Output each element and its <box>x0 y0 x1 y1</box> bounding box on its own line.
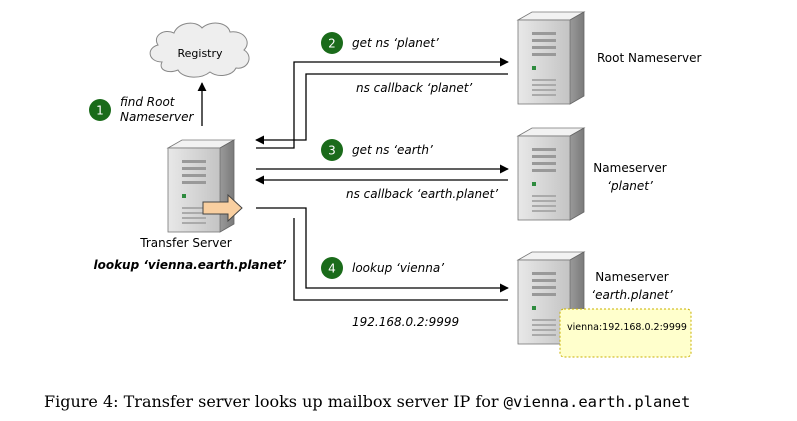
dns-record-text: vienna:192.168.0.2:9999 <box>567 322 687 333</box>
caption-code: @vienna.earth.planet <box>504 393 691 411</box>
step-4-reply-label: 192.168.0.2:9999 <box>352 315 459 329</box>
step-3-label: get ns ‘earth’ <box>352 143 433 157</box>
step-3-number: 3 <box>328 144 336 158</box>
root-nameserver-label: Root Nameserver <box>597 51 701 65</box>
step-4-request-arrow <box>256 207 509 293</box>
orange-arrow-icon <box>202 193 243 223</box>
step-3-reply-label: ns callback ‘earth.planet’ <box>346 187 498 201</box>
step-2-label: get ns ‘planet’ <box>352 36 439 50</box>
dns-record-note: vienna:192.168.0.2:9999 <box>559 308 692 358</box>
step-2: 2 get ns ‘planet’ ns callback ‘planet’ <box>255 32 509 149</box>
transfer-server: Transfer Server lookup ‘vienna.earth.pla… <box>93 139 287 272</box>
root-nameserver: Root Nameserver <box>517 11 701 105</box>
nameserver-earth-planet: Nameserver ‘earth.planet’ <box>517 251 673 345</box>
step-4-reply-line <box>293 218 508 301</box>
step-4-badge <box>321 257 343 279</box>
nameserver-planet: Nameserver ‘planet’ <box>517 127 667 221</box>
step-2-reply-arrow <box>255 73 508 145</box>
step-2-reply-label: ns callback ‘planet’ <box>356 81 472 95</box>
step-1: 1 find Root Nameserver <box>89 95 194 124</box>
step-4-label: lookup ‘vienna’ <box>352 261 444 275</box>
registry-label: Registry <box>177 47 223 60</box>
nameserver-planet-label: Nameserver <box>593 161 666 175</box>
nameserver-earth-name: ‘earth.planet’ <box>591 288 673 302</box>
step-1-badge <box>89 99 111 121</box>
nameserver-earth-label: Nameserver <box>595 270 668 284</box>
step-4-number: 4 <box>328 262 336 276</box>
nameserver-planet-name: ‘planet’ <box>607 179 653 193</box>
transfer-server-label: Transfer Server <box>139 236 231 250</box>
step-1-label-line1: find Root <box>120 95 176 109</box>
figure-caption: Figure 4: Transfer server looks up mailb… <box>44 392 690 411</box>
step-2-request-arrow <box>256 57 509 149</box>
step-4: 4 lookup ‘vienna’ 192.168.0.2:9999 <box>256 207 509 329</box>
step-2-badge <box>321 32 343 54</box>
transfer-server-lookup: lookup ‘vienna.earth.planet’ <box>93 258 286 272</box>
registry-cloud: Registry <box>149 22 250 78</box>
step-2-number: 2 <box>328 37 336 51</box>
step-1-label-line2: Nameserver <box>120 110 194 124</box>
step-1-number: 1 <box>96 104 104 118</box>
step-3: 3 get ns ‘earth’ ns callback ‘earth.plan… <box>255 139 509 201</box>
caption-text: Figure 4: Transfer server looks up mailb… <box>44 392 504 411</box>
step-3-badge <box>321 139 343 161</box>
